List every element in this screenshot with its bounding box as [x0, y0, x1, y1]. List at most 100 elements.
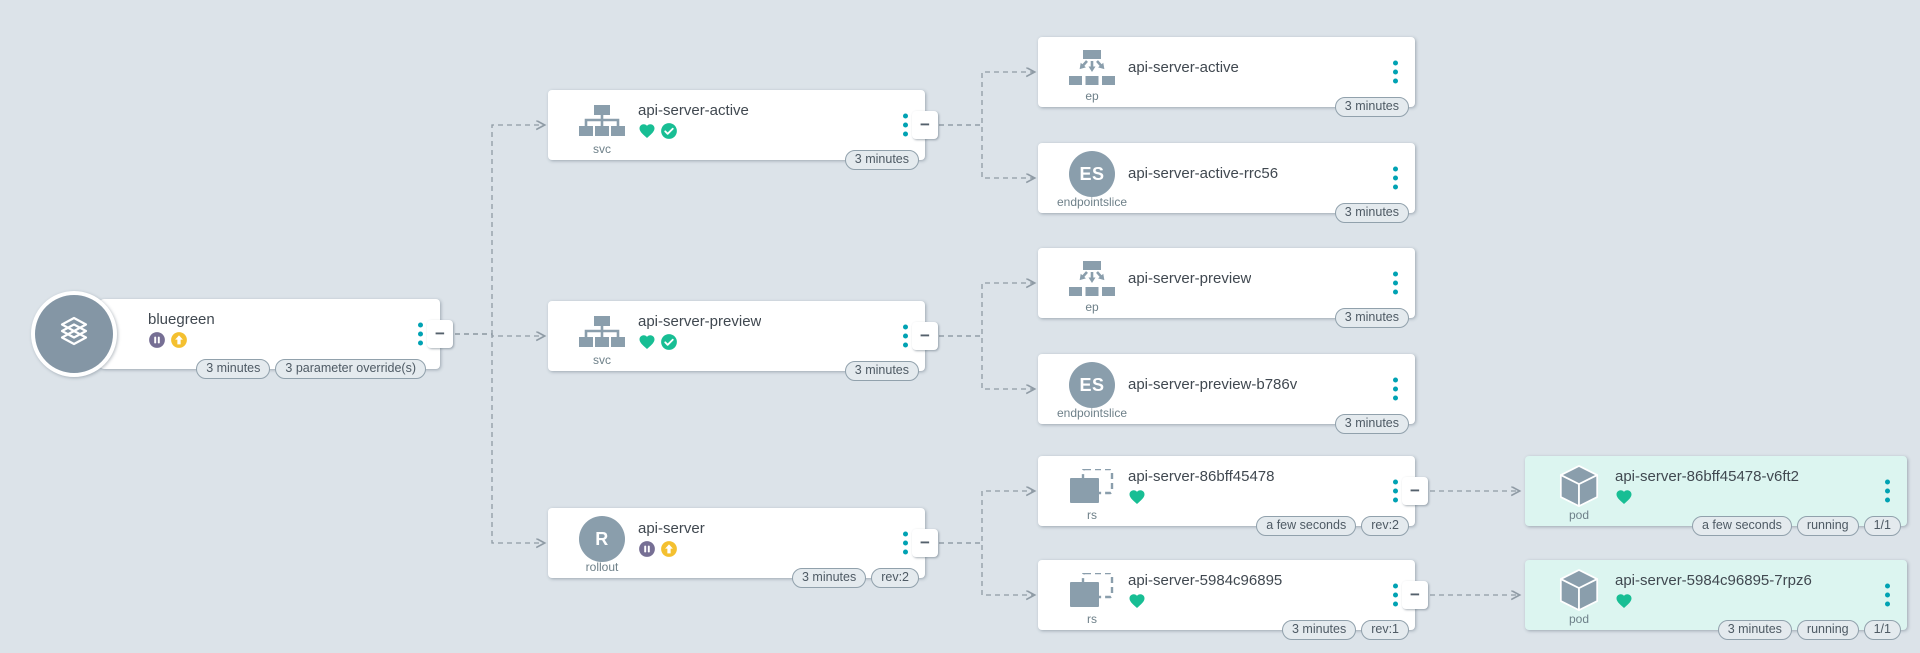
node-endpointslice-api-server-active-rrc56[interactable]: ES endpointslice api-server-active-rrc56…: [1038, 143, 1415, 223]
menu-button[interactable]: [1881, 580, 1894, 611]
status-icons: [1615, 592, 1633, 610]
kind-label: ep: [1085, 300, 1099, 314]
node-pod-api-server-5984c96895-7rpz6[interactable]: pod api-server-5984c96895-7rpz6 3 minute…: [1525, 560, 1907, 640]
age-badge: 3 minutes: [1334, 414, 1409, 434]
menu-button[interactable]: [1389, 268, 1402, 299]
collapse-button[interactable]: −: [912, 322, 938, 350]
node-app-bluegreen[interactable]: bluegreen − 3 minutes 3 parameter overri…: [31, 291, 453, 379]
menu-button[interactable]: [1389, 163, 1402, 194]
age-badge: 3 minutes: [196, 359, 271, 379]
menu-button[interactable]: [1881, 476, 1894, 507]
node-rs-api-server-86bff45478[interactable]: rs api-server-86bff45478 − a few seconds…: [1038, 456, 1428, 536]
resource-name: api-server-active: [638, 102, 749, 119]
kind-label: rollout: [585, 560, 619, 574]
collapse-button[interactable]: −: [1402, 581, 1428, 609]
status-icons: [638, 333, 678, 351]
revision-badge: rev:1: [1361, 620, 1409, 640]
check-circle-icon: [660, 122, 678, 140]
heart-icon: [639, 124, 655, 139]
service-icon: [566, 98, 638, 144]
endpointslice-icon: ES: [1056, 151, 1128, 197]
age-badge: 3 minutes: [844, 361, 919, 381]
node-endpointslice-api-server-preview-b786v[interactable]: ES endpointslice api-server-preview-b786…: [1038, 354, 1415, 434]
resource-name: api-server-preview: [638, 313, 762, 330]
kind-label: svc: [593, 353, 611, 367]
node-svc-api-server-preview[interactable]: svc api-server-preview − 3 minutes: [548, 301, 938, 381]
node-rollout-api-server[interactable]: R rollout api-server − 3 minutes rev:2: [548, 508, 938, 588]
menu-button[interactable]: [414, 319, 427, 350]
menu-button[interactable]: [1389, 374, 1402, 405]
menu-button[interactable]: [1389, 57, 1402, 88]
resource-name: api-server-5984c96895-7rpz6: [1615, 572, 1812, 589]
age-badge: 3 minutes: [1334, 203, 1409, 223]
node-svc-api-server-active[interactable]: svc api-server-active − 3 minutes: [548, 90, 938, 170]
resource-name: api-server: [638, 520, 705, 537]
pod-icon: [1543, 464, 1615, 510]
pause-circle-icon: [149, 332, 165, 348]
badges: 3 minutes running 1/1: [1717, 620, 1901, 640]
collapse-button[interactable]: −: [427, 320, 453, 348]
age-badge: 3 minutes: [1334, 97, 1409, 117]
node-pod-api-server-86bff45478-v6ft2[interactable]: pod api-server-86bff45478-v6ft2 a few se…: [1525, 456, 1907, 536]
ready-badge: 1/1: [1863, 516, 1901, 536]
badges: 3 minutes: [844, 150, 919, 170]
replicaset-icon: [1056, 568, 1128, 614]
endpoints-icon: [1056, 45, 1128, 91]
badges: a few seconds running 1/1: [1691, 516, 1901, 536]
status-icons: [1128, 592, 1146, 610]
menu-button[interactable]: [899, 321, 912, 352]
badges: 3 minutes: [1334, 308, 1409, 328]
heart-icon: [1129, 594, 1145, 609]
menu-button[interactable]: [1389, 476, 1402, 507]
kind-label: endpointslice: [1056, 406, 1128, 420]
parameter-overrides-badge: 3 parameter override(s): [275, 359, 426, 379]
kind-label: pod: [1568, 612, 1590, 626]
age-badge: 3 minutes: [844, 150, 919, 170]
age-badge: 3 minutes: [792, 568, 867, 588]
heart-icon: [1129, 490, 1145, 505]
resource-name: api-server-active-rrc56: [1128, 165, 1279, 182]
kind-label: pod: [1568, 508, 1590, 522]
age-badge: 3 minutes: [1717, 620, 1792, 640]
menu-button[interactable]: [1389, 580, 1402, 611]
service-icon: [566, 309, 638, 355]
status-icons: [1128, 488, 1146, 506]
resource-name: api-server-86bff45478-v6ft2: [1615, 468, 1799, 485]
age-badge: 3 minutes: [1282, 620, 1357, 640]
resource-name: api-server-preview-b786v: [1128, 376, 1298, 393]
phase-badge: running: [1796, 516, 1859, 536]
kind-label: endpointslice: [1056, 195, 1128, 209]
menu-button[interactable]: [899, 110, 912, 141]
kind-label: rs: [1087, 508, 1097, 522]
collapse-button[interactable]: −: [912, 111, 938, 139]
badges: a few seconds rev:2: [1256, 516, 1409, 536]
heart-icon: [639, 335, 655, 350]
badges: 3 minutes: [1334, 97, 1409, 117]
kind-label: ep: [1085, 89, 1099, 103]
status-icons: [638, 540, 678, 558]
badges: 3 minutes rev:2: [792, 568, 919, 588]
heart-icon: [1616, 490, 1632, 505]
age-badge: a few seconds: [1256, 516, 1357, 536]
node-ep-api-server-preview[interactable]: ep api-server-preview 3 minutes: [1038, 248, 1415, 328]
kind-label: rs: [1087, 612, 1097, 626]
phase-badge: running: [1796, 620, 1859, 640]
replicaset-icon: [1056, 464, 1128, 510]
resource-name: api-server-5984c96895: [1128, 572, 1283, 589]
collapse-button[interactable]: −: [1402, 477, 1428, 505]
menu-button[interactable]: [899, 528, 912, 559]
ready-badge: 1/1: [1863, 620, 1901, 640]
pause-circle-icon: [639, 541, 655, 557]
node-rs-api-server-5984c96895[interactable]: rs api-server-5984c96895 − 3 minutes rev…: [1038, 560, 1428, 640]
badges: 3 minutes: [844, 361, 919, 381]
resource-name: bluegreen: [148, 311, 215, 328]
resource-name: api-server-86bff45478: [1128, 468, 1275, 485]
revision-badge: rev:2: [1361, 516, 1409, 536]
endpointslice-icon: ES: [1056, 362, 1128, 408]
node-ep-api-server-active[interactable]: ep api-server-active 3 minutes: [1038, 37, 1415, 117]
rollout-icon: R: [566, 516, 638, 562]
age-badge: a few seconds: [1691, 516, 1792, 536]
arrow-up-circle-icon: [171, 332, 187, 348]
collapse-button[interactable]: −: [912, 529, 938, 557]
